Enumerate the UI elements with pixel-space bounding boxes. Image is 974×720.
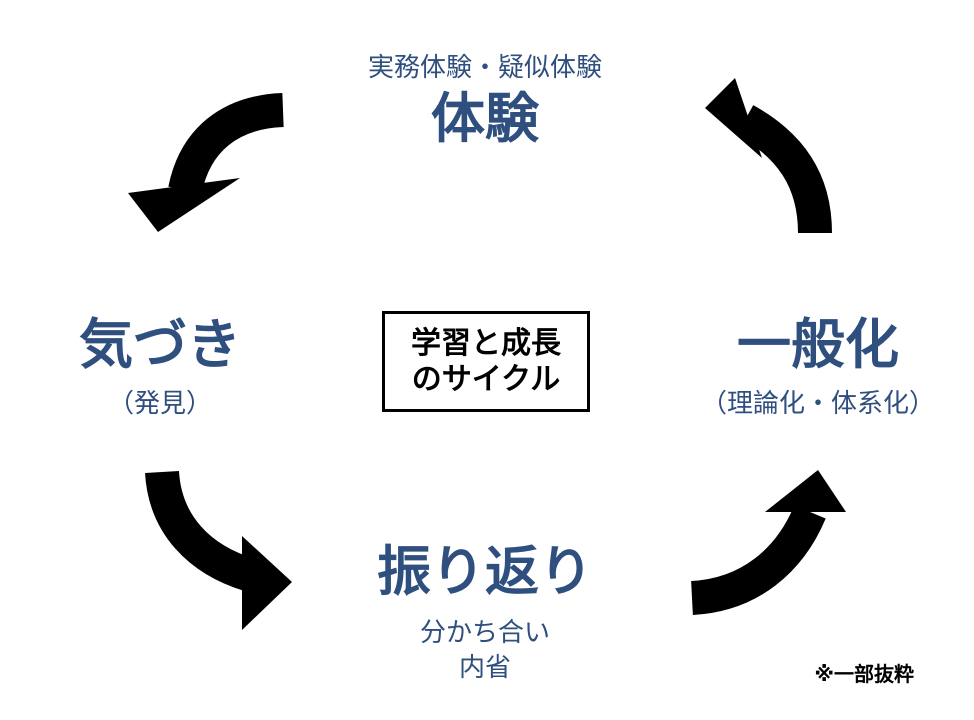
arrow-reflection-to-generalization [690,470,846,615]
awareness-title: 気づき [79,313,241,376]
reflection-subtitle-line1: 分かち合い [419,618,550,648]
arrow-experience-to-awareness [128,93,285,232]
arrow-awareness-to-reflection [145,470,292,630]
generalization-subtitle: （理論化・体系化） [700,389,935,419]
generalization-title: 一般化 [737,313,899,376]
experience-title: 体験 [431,87,539,150]
reflection-title: 振り返り [377,540,593,603]
footnote: ※一部抜粋 [814,662,914,686]
awareness-subtitle: （発見） [107,389,212,419]
arrow-generalization-to-experience [705,78,832,234]
center-label-line1: 学習と成長 [411,325,561,361]
center-label-line2: のサイクル [411,361,561,397]
cycle-center-box: 学習と成長 のサイクル [382,311,590,412]
experience-subtitle: 実務体験・疑似体験 [367,53,602,83]
reflection-subtitle-line2: 内省 [458,653,511,683]
